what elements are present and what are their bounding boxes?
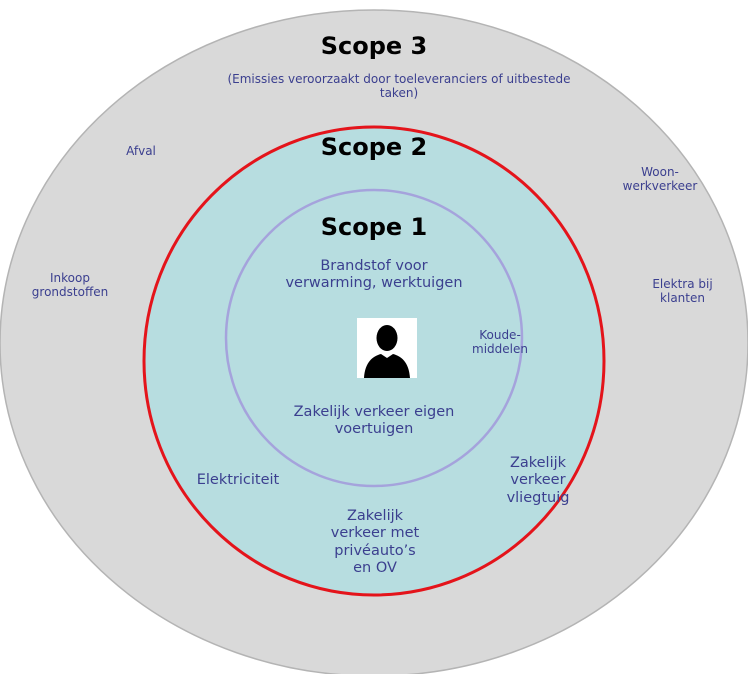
scope3-item-woonwerk: Woon- werkverkeer: [622, 165, 698, 194]
scope3-subtitle: (Emissies veroorzaakt door toeleverancie…: [227, 72, 571, 101]
scope1-circle: [224, 188, 524, 488]
person-silhouette-icon: [357, 318, 417, 378]
scope2-item-vliegtuig: Zakelijk verkeer vliegtuig: [506, 455, 570, 506]
scope3-item-afval: Afval: [126, 144, 156, 158]
scope3-item-elektra: Elektra bij klanten: [652, 277, 713, 306]
scope3-item-inkoop: Inkoop grondstoffen: [31, 271, 109, 300]
scope3-title: Scope 3: [320, 32, 428, 60]
scope1-item-eigen: Zakelijk verkeer eigen voertuigen: [293, 404, 455, 438]
scope1-title: Scope 1: [320, 213, 428, 241]
scope1-item-koude: Koude- middelen: [472, 328, 528, 357]
scope2-item-prive: Zakelijk verkeer met privéauto’s en OV: [330, 508, 420, 577]
scope2-item-elektriciteit: Elektriciteit: [196, 472, 280, 488]
scope1-item-brandstof: Brandstof voor verwarming, werktuigen: [285, 258, 463, 292]
scope2-title: Scope 2: [320, 133, 428, 161]
